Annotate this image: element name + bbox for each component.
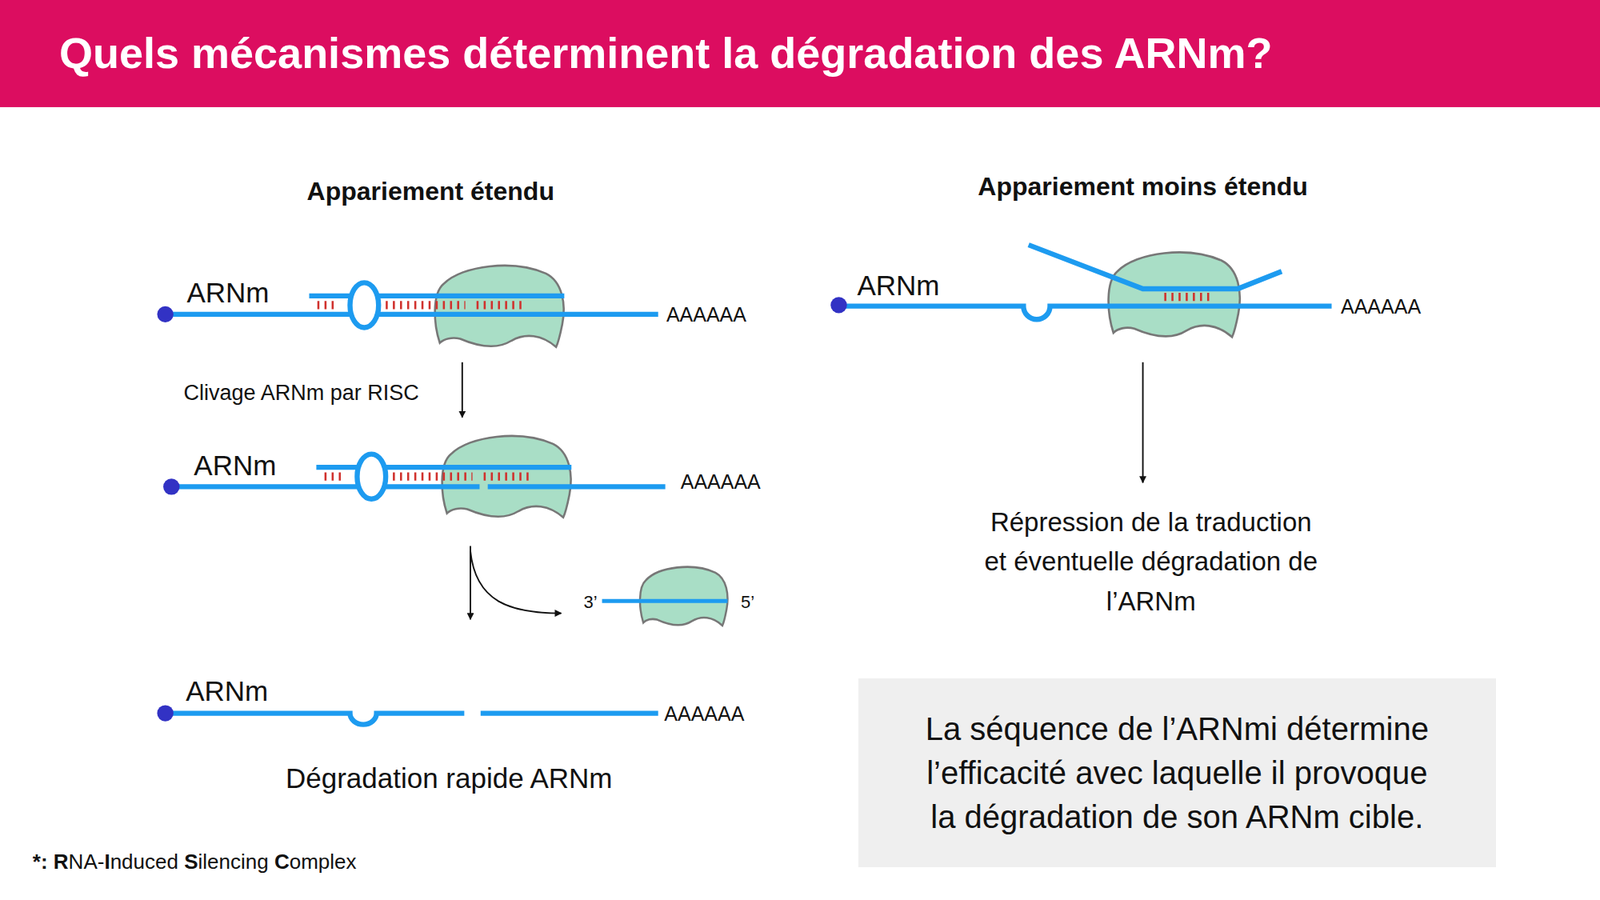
- base-pairs: [392, 472, 472, 481]
- strand-label: ARNm: [185, 674, 268, 708]
- mirna-strand: [602, 599, 728, 604]
- footnote-part: R: [53, 849, 69, 874]
- cap-dot: [830, 296, 847, 313]
- base-pairs: [484, 472, 529, 481]
- footnote-part: C: [274, 849, 290, 874]
- bulge-loop: [356, 454, 386, 500]
- footnote-part: NA-: [68, 849, 105, 874]
- footnote-part: I: [104, 849, 110, 874]
- risc-complex: [435, 265, 564, 348]
- mirna-strand: [316, 464, 572, 470]
- base-pairs: [317, 300, 339, 309]
- strand-label: ARNm: [856, 268, 940, 303]
- risc-shape: [435, 265, 564, 348]
- mrna-strand: [171, 484, 480, 489]
- polya-tail: AAAAAA: [680, 469, 761, 494]
- strand-label: ARNm: [186, 276, 269, 310]
- mirna-strand: [1028, 244, 1282, 289]
- title-band: [0, 0, 1600, 108]
- end-label: 5’: [740, 591, 755, 612]
- footnote-part: ilencing: [198, 849, 275, 874]
- strand-label: ARNm: [193, 448, 276, 483]
- outcome-label: Répression de la traduction et éventuell…: [983, 501, 1320, 621]
- outcome-label: Dégradation rapide ARNm: [285, 761, 613, 796]
- base-pairs: [324, 472, 346, 481]
- panel-heading: Appariement étendu: [307, 175, 555, 206]
- step-label: Clivage ARNm par RISC: [184, 380, 420, 406]
- polya-tail: AAAAAA: [666, 302, 747, 327]
- base-pairs: [1164, 292, 1213, 301]
- mirna-strand: [308, 293, 564, 299]
- mrna-fragment: [165, 713, 465, 725]
- base-pairs: [476, 300, 522, 309]
- step-arrow: [1142, 362, 1144, 484]
- footnote-part: [48, 849, 54, 874]
- polya-tail: AAAAAA: [664, 701, 744, 726]
- release-arrow: [470, 551, 562, 614]
- footnote-part: *:: [32, 849, 48, 874]
- risc-shape: [1108, 252, 1240, 338]
- mrna-fragment: [480, 710, 659, 716]
- footnote-part: S: [184, 849, 198, 874]
- footnote: *: RNA-Induced Silencing Complex: [32, 849, 357, 875]
- cap-dot: [163, 478, 180, 495]
- mrna-strand: [488, 484, 666, 489]
- risc-shape: [442, 436, 572, 518]
- cap-dot: [156, 704, 173, 721]
- mrna-strand: [165, 312, 659, 317]
- end-label: 3’: [584, 591, 598, 612]
- risc-shape: [640, 567, 728, 626]
- footnote-part: omplex: [289, 849, 357, 874]
- step-arrow: [461, 362, 464, 418]
- bulge-loop: [350, 282, 380, 328]
- mrna-strand: [838, 306, 1332, 320]
- panel-heading: Appariement moins étendu: [977, 171, 1308, 202]
- risc-complex: [1108, 252, 1240, 338]
- risc-complex: [640, 567, 728, 626]
- risc-complex: [442, 436, 572, 518]
- summary-box: La séquence de l’ARNmi détermine l’effic…: [858, 678, 1496, 868]
- base-pairs: [385, 300, 465, 309]
- footnote-part: nduced: [110, 849, 185, 874]
- cap-dot: [156, 306, 173, 323]
- polya-tail: AAAAAA: [1340, 294, 1421, 319]
- box-text: La séquence de l’ARNmi détermine l’effic…: [919, 707, 1436, 839]
- title: Quels mécanismes déterminent la dégradat…: [59, 27, 1272, 80]
